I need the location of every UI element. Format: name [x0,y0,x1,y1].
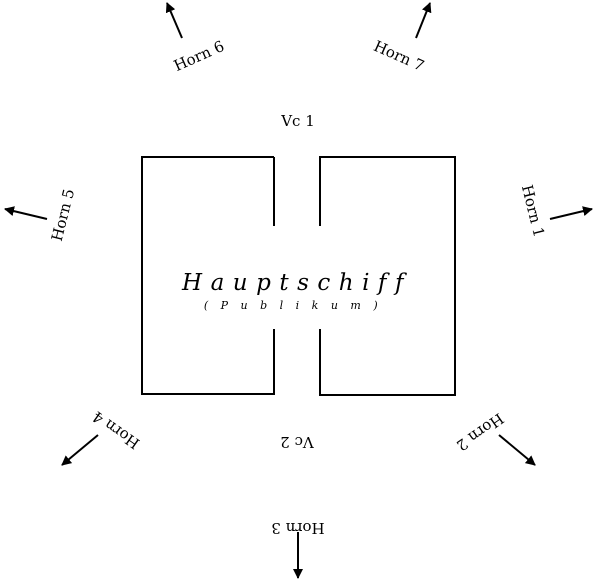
horn-4: Horn 4 [61,407,143,466]
hall-subtitle: (Publikum) [204,299,390,312]
arrow-icon [61,434,99,466]
arrow-icon [498,434,536,466]
audience-area [141,156,456,396]
horn-1: Horn 1 [518,183,593,239]
horn-2: Horn 2 [453,409,536,466]
arrow-icon [415,2,432,39]
horn-7-label: Horn 7 [371,37,427,75]
arrow-icon [4,206,48,220]
horn-5-label: Horn 5 [48,187,78,243]
arrow-icon [165,2,183,39]
hall-title: Hauptschiff [181,270,412,296]
horn-4-label: Horn 4 [89,407,143,452]
horn-6: Horn 6 [165,2,227,75]
horn-6-label: Horn 6 [171,37,227,75]
seat-block-right [319,156,456,396]
horn-3-label: Horn 3 [271,519,324,537]
horn-3: Horn 3 [271,519,325,579]
seat-block-left [141,156,275,395]
arrow-icon [549,206,593,220]
horn-1-label: Horn 1 [518,183,548,239]
horn-7: Horn 7 [371,2,432,75]
horn-5: Horn 5 [4,187,78,243]
horn-2-label: Horn 2 [453,409,507,454]
cello-1-label: Vc 1 [280,112,315,130]
cello-2-label: Vc 2 [280,433,315,451]
